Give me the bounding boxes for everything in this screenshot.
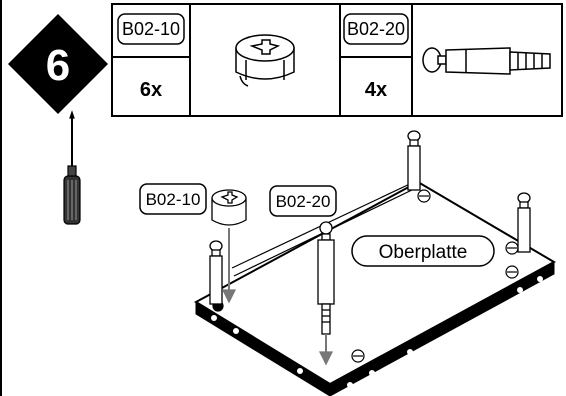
part-code-label: B02-20 <box>347 19 405 39</box>
step-number: 6 <box>46 41 70 90</box>
step-badge: 6 <box>8 14 108 114</box>
inserting-dowel <box>317 221 335 366</box>
panel-edge-holes <box>211 276 543 388</box>
parts-table: B02-10 6x B02-20 4x <box>111 3 563 117</box>
part-code-b02-10: B02-10 <box>117 13 185 45</box>
diamond-badge-icon <box>8 14 108 114</box>
callout-b02-20: B02-20 <box>269 185 337 217</box>
assembly-illustration: B02-10 B02-20 Oberplatte <box>139 130 557 396</box>
callout-cam-label: B02-10 <box>146 190 201 209</box>
panel-edge-front <box>195 301 331 396</box>
installed-dowel-back <box>407 130 421 191</box>
part-quantity: 6x <box>140 79 162 101</box>
cam-lock-fitting-icon <box>235 34 295 87</box>
inserting-cam-lock <box>211 189 247 304</box>
screwdriver-icon <box>63 110 81 225</box>
installed-dowel-right <box>517 192 531 253</box>
top-panel <box>193 180 557 386</box>
panel-label: Oberplatte <box>351 235 495 267</box>
callout-bolt-label: B02-20 <box>276 192 331 211</box>
part-code-label: B02-10 <box>122 19 180 39</box>
part-code-b02-20: B02-20 <box>343 13 409 45</box>
part-quantity: 4x <box>365 79 387 101</box>
panel-label-text: Oberplatte <box>379 242 468 263</box>
panel-edge-right <box>329 261 555 396</box>
callout-b02-10: B02-10 <box>139 183 207 215</box>
cam-bolt-dowel-icon <box>422 47 551 75</box>
installed-dowel-front-left <box>209 240 223 305</box>
